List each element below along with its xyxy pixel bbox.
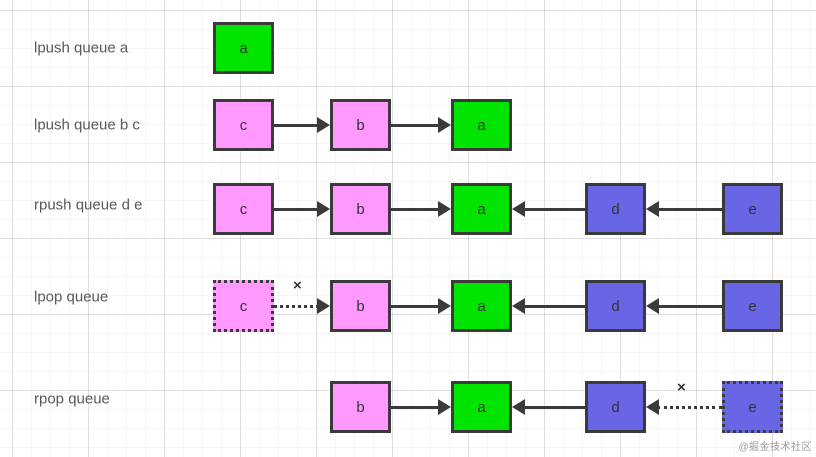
arrow-head — [317, 201, 330, 217]
row-label-rpush-d-e: rpush queue d e — [34, 196, 143, 214]
node-letter: b — [356, 297, 365, 315]
node-letter: a — [477, 398, 486, 416]
arrow-head — [646, 399, 659, 415]
node-e: e — [722, 183, 783, 235]
node-b: b — [330, 183, 391, 235]
arrow-head — [512, 298, 525, 314]
node-letter: d — [611, 297, 620, 315]
arrow-b-to-a — [391, 201, 451, 217]
arrow-shaft — [523, 207, 585, 211]
row-label-lpush-a: lpush queue a — [34, 39, 129, 57]
node-a: a — [213, 22, 274, 74]
node-letter: b — [356, 200, 365, 218]
arrow-shaft — [523, 304, 585, 308]
node-letter: d — [611, 398, 620, 416]
arrow-shaft — [274, 123, 319, 127]
arrow-b-to-a — [391, 399, 451, 415]
arrow-b-to-a — [391, 117, 451, 133]
arrow-head — [512, 399, 525, 415]
node-b: b — [330, 381, 391, 433]
arrow-c-to-b — [274, 117, 330, 133]
arrow-e-to-d — [646, 298, 722, 314]
arrow-head — [438, 298, 451, 314]
watermark: @掘金技术社区 — [738, 442, 812, 453]
arrow-shaft — [657, 304, 722, 308]
node-letter: a — [477, 200, 486, 218]
arrow-head — [317, 298, 330, 314]
node-letter: a — [239, 39, 248, 57]
removed-link-cross: × — [293, 277, 302, 294]
arrow-d-to-a — [512, 399, 585, 415]
node-letter: b — [356, 116, 365, 134]
node-letter: c — [239, 116, 248, 134]
arrow-shaft — [391, 207, 440, 211]
arrow-c-to-b-removed — [274, 298, 330, 314]
node-letter: d — [611, 200, 620, 218]
arrow-c-to-b — [274, 201, 330, 217]
arrow-head — [438, 117, 451, 133]
arrow-shaft — [657, 405, 722, 409]
arrow-shaft — [274, 207, 319, 211]
arrow-shaft — [523, 405, 585, 409]
node-b: b — [330, 280, 391, 332]
node-c: c — [213, 99, 274, 151]
node-letter: a — [477, 297, 486, 315]
node-c: c — [213, 183, 274, 235]
arrow-shaft — [274, 304, 319, 308]
arrow-head — [646, 298, 659, 314]
node-letter: e — [748, 297, 757, 315]
arrow-shaft — [657, 207, 722, 211]
arrow-e-to-d-removed — [646, 399, 722, 415]
row-label-lpush-b-c: lpush queue b c — [34, 116, 140, 134]
node-a: a — [451, 183, 512, 235]
arrow-d-to-a — [512, 298, 585, 314]
node-a: a — [451, 280, 512, 332]
node-a: a — [451, 99, 512, 151]
node-e: e — [722, 280, 783, 332]
arrow-head — [512, 201, 525, 217]
node-letter: c — [239, 297, 248, 315]
arrow-head — [646, 201, 659, 217]
node-letter: b — [356, 398, 365, 416]
arrow-d-to-a — [512, 201, 585, 217]
row-label-rpop: rpop queue — [34, 390, 110, 408]
node-b: b — [330, 99, 391, 151]
node-d: d — [585, 183, 646, 235]
arrow-b-to-a — [391, 298, 451, 314]
node-letter: a — [477, 116, 486, 134]
node-d: d — [585, 280, 646, 332]
node-c-removed: c — [213, 280, 274, 332]
node-e-removed: e — [722, 381, 783, 433]
arrow-shaft — [391, 304, 440, 308]
arrow-head — [317, 117, 330, 133]
node-a: a — [451, 381, 512, 433]
node-d: d — [585, 381, 646, 433]
arrow-head — [438, 201, 451, 217]
node-letter: e — [748, 398, 757, 416]
row-label-lpop: lpop queue — [34, 288, 109, 306]
arrow-head — [438, 399, 451, 415]
arrow-shaft — [391, 123, 440, 127]
removed-link-cross: × — [677, 379, 686, 396]
node-letter: c — [239, 200, 248, 218]
arrow-e-to-d — [646, 201, 722, 217]
arrow-shaft — [391, 405, 440, 409]
node-letter: e — [748, 200, 757, 218]
